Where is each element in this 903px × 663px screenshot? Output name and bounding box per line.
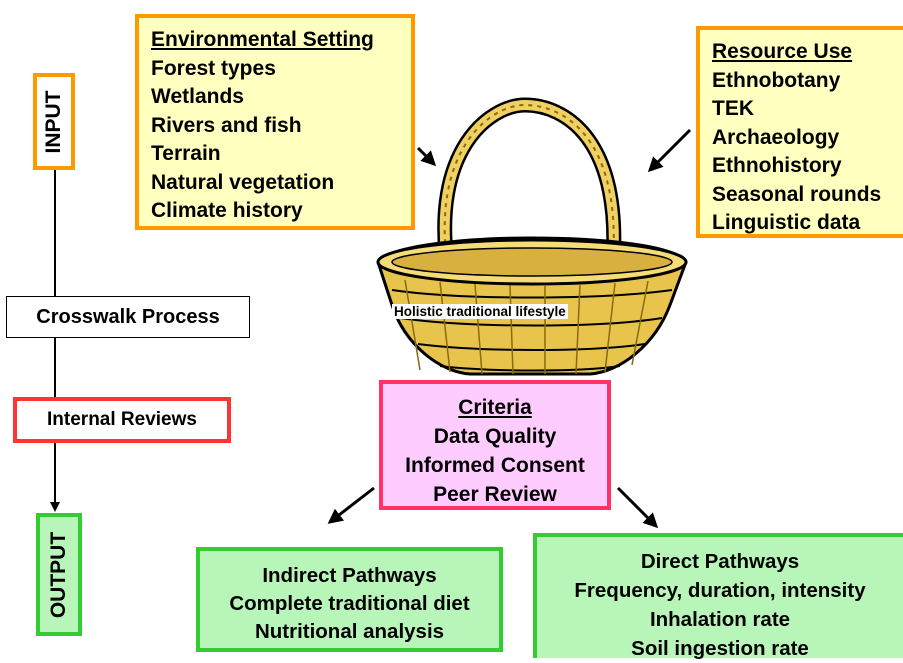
arrow-criteria-to-indirect: [327, 486, 375, 524]
direct-pathways-title: Direct Pathways: [640, 550, 800, 573]
direct-pathways-box: Direct Pathways Frequency, duration, int…: [533, 533, 903, 660]
criteria-box: Criteria Data Quality Informed Consent P…: [379, 380, 611, 510]
direct-item: Frequency, duration, intensity: [574, 579, 866, 602]
input-box: INPUT: [33, 73, 75, 170]
env-item: Terrain: [151, 142, 221, 165]
env-item: Climate history: [151, 199, 303, 222]
indirect-item: Complete traditional diet: [229, 592, 470, 615]
resource-use-title: Resource Use: [712, 40, 853, 63]
env-item: Natural vegetation: [151, 170, 335, 194]
direct-item: Soil ingestion rate: [631, 637, 809, 660]
env-item: Wetlands: [151, 85, 244, 108]
environmental-setting-box: Environmental Setting Forest types Wetla…: [135, 14, 415, 230]
resource-item: Linguistic data: [712, 211, 861, 234]
env-item: Rivers and fish: [151, 113, 302, 137]
crosswalk-process-box: Crosswalk Process: [6, 296, 250, 338]
environmental-setting-title: Environmental Setting: [151, 28, 374, 51]
input-label: INPUT: [42, 90, 65, 153]
criteria-item: Data Quality: [433, 425, 557, 448]
resource-item: Seasonal rounds: [712, 182, 882, 206]
basket-icon: [376, 97, 688, 376]
indirect-item: Nutritional analysis: [254, 620, 445, 643]
arrow-resource-to-basket: [647, 128, 692, 173]
resource-use-box: Resource Use Ethnobotany TEK Archaeology…: [696, 26, 903, 238]
resource-item: TEK: [712, 97, 754, 120]
arrow-criteria-to-direct: [616, 486, 659, 529]
resource-item: Ethnobotany: [712, 68, 841, 92]
indirect-pathways-box: Indirect Pathways Complete traditional d…: [196, 547, 503, 652]
resource-item: Ethnohistory: [712, 154, 842, 177]
direct-item: Inhalation rate: [649, 608, 791, 631]
criteria-item: Peer Review: [433, 483, 557, 506]
internal-reviews-box: Internal Reviews: [13, 397, 231, 443]
arrow-env-to-basket: [416, 146, 437, 167]
output-box: OUTPUT: [36, 513, 82, 636]
criteria-item: Informed Consent: [405, 454, 585, 477]
output-label: OUTPUT: [47, 531, 70, 618]
indirect-pathways-title: Indirect Pathways: [262, 564, 437, 587]
criteria-title: Criteria: [458, 396, 532, 419]
env-item: Forest types: [151, 56, 276, 80]
resource-item: Archaeology: [712, 125, 840, 149]
basket-label: Holistic traditional lifestyle: [392, 304, 568, 319]
